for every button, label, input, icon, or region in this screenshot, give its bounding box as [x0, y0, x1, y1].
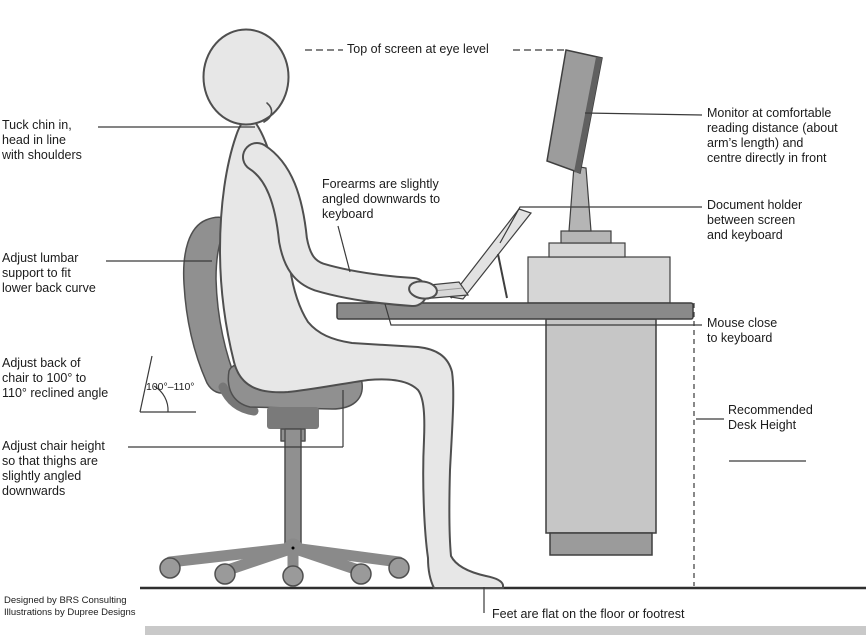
label-top-of-screen: Top of screen at eye level [347, 42, 489, 56]
desk-riser-box [527, 256, 671, 304]
monitor-riser-step [548, 242, 626, 258]
person-arm [244, 144, 426, 305]
label-lumbar: Adjust lumbar support to fit lower back … [2, 251, 96, 295]
person-figure [202, 28, 504, 589]
label-forearms: Forearms are slightly angled downwards t… [322, 177, 441, 221]
person-chin-line [263, 102, 273, 123]
label-mouse: Mouse close to keyboard [707, 316, 778, 345]
chair-back-support [218, 382, 259, 416]
person-head [202, 28, 290, 126]
person-body [219, 117, 504, 589]
chair-seat-mechanism [267, 407, 319, 429]
desk-pedestal-base [549, 532, 653, 556]
chair-gas-cylinder [284, 428, 302, 545]
leader-mouse [384, 303, 702, 326]
credit-designer: Designed by BRS Consulting [4, 595, 127, 606]
recline-angle-glyph [139, 355, 196, 413]
bottom-scroll-strip [145, 626, 866, 635]
leader-document-holder [499, 206, 702, 244]
label-document-holder: Document holder between screen and keybo… [707, 198, 803, 242]
person-hand [408, 280, 438, 300]
monitor [546, 49, 603, 232]
monitor-stand-base [560, 230, 612, 244]
document-holder-board [449, 208, 533, 300]
document-holder-strut [497, 253, 508, 299]
desk [336, 230, 694, 556]
monitor-back-edge [574, 57, 602, 173]
annotation-lines [98, 49, 806, 613]
label-angle-range: 100°–110° [146, 381, 195, 393]
label-chair-back: Adjust back of chair to 100° to 110° rec… [2, 356, 109, 400]
leader-monitor [584, 112, 703, 116]
leader-forearms [337, 225, 351, 273]
desk-pedestal [545, 318, 657, 534]
label-tuck-chin: Tuck chin in, head in line with shoulder… [2, 118, 82, 162]
desk-tabletop [336, 302, 694, 320]
chair-casters [159, 557, 410, 587]
label-feet: Feet are flat on the floor or footrest [492, 607, 685, 621]
monitor-screen [546, 49, 603, 175]
label-chair-height: Adjust chair height so that thighs are s… [2, 439, 105, 498]
monitor-stand-column [568, 165, 592, 232]
label-desk-height: Recommended Desk Height [728, 403, 813, 432]
label-monitor: Monitor at comfortable reading distance … [707, 106, 838, 165]
credit-illustrator: Illustrations by Dupree Designs [4, 607, 136, 618]
